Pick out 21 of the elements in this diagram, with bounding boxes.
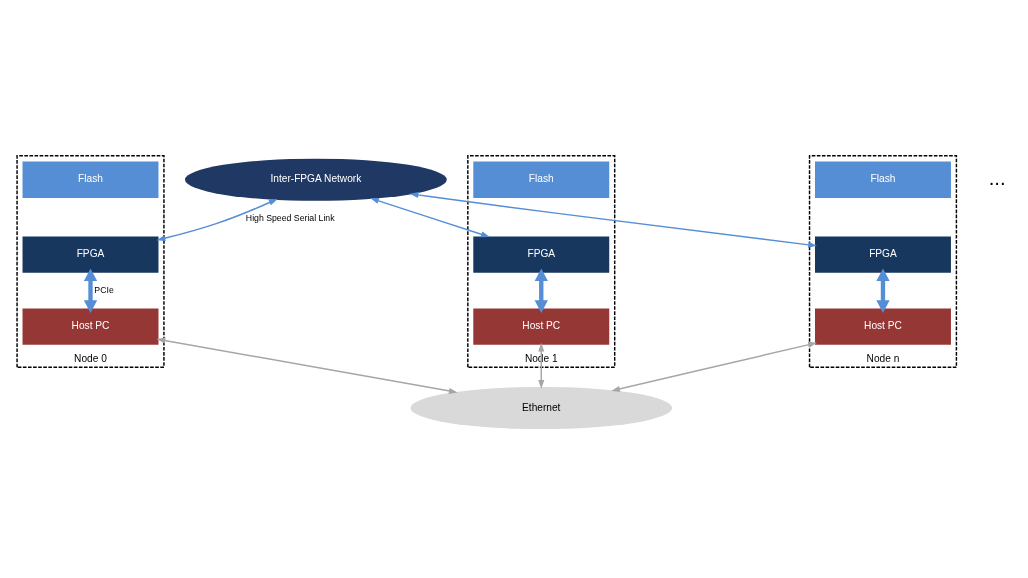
node-box: FPGA — [815, 235, 951, 273]
node-box: FPGA — [473, 235, 610, 273]
node-box: Flash — [815, 161, 951, 198]
node-box: Host PC — [815, 307, 951, 345]
node-box: Flash — [473, 161, 610, 198]
node-box: FPGA — [22, 235, 159, 273]
edge-label: High Speed Serial Link — [245, 212, 335, 223]
node-box: Host PC — [22, 307, 159, 345]
arrow — [538, 342, 545, 389]
edge-label: PCIe — [94, 284, 114, 295]
node-box: Host PC — [473, 307, 610, 345]
arrow — [156, 337, 458, 394]
arrow — [83, 267, 98, 313]
node-box: Flash — [22, 161, 159, 198]
arrow — [611, 341, 817, 392]
label: ... — [988, 166, 1006, 189]
arrow — [409, 191, 817, 248]
arrow — [876, 267, 890, 313]
arrow — [370, 197, 490, 237]
arrow — [156, 198, 278, 241]
arrow — [534, 267, 548, 313]
